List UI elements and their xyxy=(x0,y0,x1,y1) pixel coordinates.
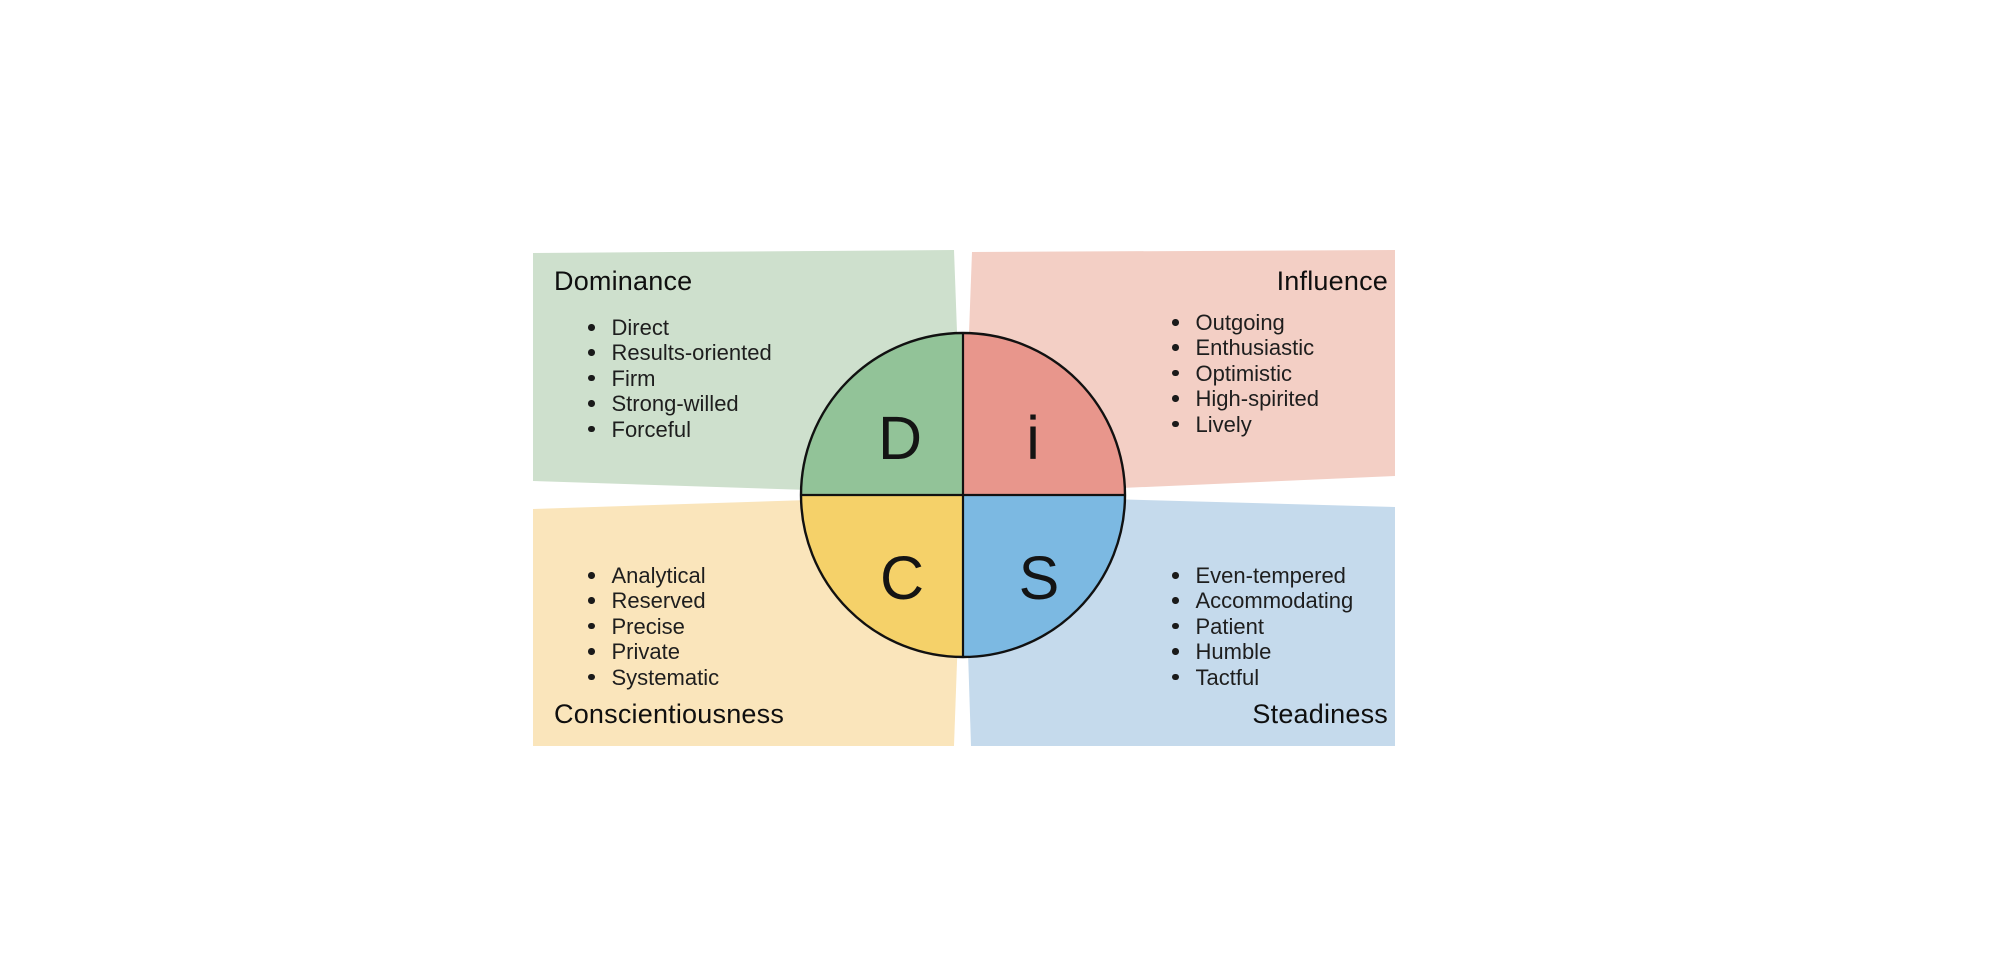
bullet-dot xyxy=(588,324,595,331)
letter-c: C xyxy=(880,544,924,612)
trait-label: High-spirited xyxy=(1195,386,1320,412)
trait-label: Private xyxy=(611,639,680,665)
bullet-dot xyxy=(1172,319,1179,326)
bullet-dot xyxy=(1172,420,1179,428)
trait-item: Firm xyxy=(588,366,772,391)
trait-item: Enthusiastic xyxy=(1172,335,1319,360)
trait-label: Forceful xyxy=(611,416,691,442)
dominance-trait-list: Direct Results-oriented Firm Strong-will… xyxy=(588,315,772,442)
trait-item: High-spirited xyxy=(1172,386,1319,411)
trait-label: Firm xyxy=(611,365,656,391)
bullet-dot xyxy=(588,425,595,433)
bullet-dot xyxy=(1172,395,1179,402)
trait-item: Strong-willed xyxy=(588,391,772,416)
trait-label: Optimistic xyxy=(1195,360,1293,386)
trait-label: Strong-willed xyxy=(611,391,739,417)
quadrant-title-steadiness: Steadiness xyxy=(1252,699,1388,729)
bullet-dot xyxy=(588,400,595,407)
trait-label: Precise xyxy=(611,613,685,639)
trait-item: Analytical xyxy=(588,563,719,588)
bullet-dot xyxy=(1172,622,1179,630)
trait-label: Tactful xyxy=(1195,664,1260,690)
trait-item: Patient xyxy=(1172,614,1353,639)
trait-item: Accommodating xyxy=(1172,588,1353,613)
circle-wedge-i xyxy=(963,333,1125,495)
trait-item: Direct xyxy=(588,315,772,340)
trait-item: Lively xyxy=(1172,412,1319,437)
quadrant-title-influence: Influence xyxy=(1276,266,1388,296)
circle-wedge-d xyxy=(801,333,963,495)
bullet-dot xyxy=(1172,648,1179,655)
bullet-dot xyxy=(1172,673,1179,681)
bullet-dot xyxy=(588,648,595,655)
trait-label: Reserved xyxy=(611,588,706,614)
trait-label: Lively xyxy=(1195,411,1252,437)
trait-item: Results-oriented xyxy=(588,340,772,365)
trait-item: Forceful xyxy=(588,417,772,442)
quadrant-title-dominance: Dominance xyxy=(554,266,693,296)
conscientiousness-trait-list: Analytical Reserved Precise Private Syst… xyxy=(588,563,719,690)
trait-label: Outgoing xyxy=(1195,310,1285,335)
bullet-dot xyxy=(1172,597,1179,604)
trait-item: Systematic xyxy=(588,665,719,690)
trait-item: Outgoing xyxy=(1172,310,1319,335)
trait-label: Accommodating xyxy=(1195,588,1354,614)
quadrant-title-conscientiousness: Conscientiousness xyxy=(554,699,785,729)
bullet-dot xyxy=(588,349,595,356)
trait-label: Systematic xyxy=(611,664,720,690)
influence-trait-list: Outgoing Enthusiastic Optimistic High-sp… xyxy=(1172,310,1319,437)
letter-i: i xyxy=(1026,404,1040,472)
bullet-dot xyxy=(588,572,595,579)
bullet-dot xyxy=(588,622,595,630)
bullet-dot xyxy=(1172,344,1179,351)
trait-item: Humble xyxy=(1172,639,1353,664)
trait-label: Analytical xyxy=(611,563,706,588)
circle-wedge-c xyxy=(801,495,963,657)
steadiness-trait-list: Even-tempered Accommodating Patient Humb… xyxy=(1172,563,1353,690)
trait-label: Humble xyxy=(1195,639,1272,665)
bullet-dot xyxy=(1172,572,1179,579)
trait-label: Results-oriented xyxy=(611,340,772,366)
trait-item: Reserved xyxy=(588,588,719,613)
letter-s: S xyxy=(1019,544,1060,612)
letter-d: D xyxy=(878,404,922,472)
trait-label: Even-tempered xyxy=(1195,563,1346,588)
trait-label: Enthusiastic xyxy=(1195,335,1315,361)
bullet-dot xyxy=(1172,369,1179,377)
trait-item: Optimistic xyxy=(1172,361,1319,386)
trait-item: Precise xyxy=(588,614,719,639)
circle-wedge-s xyxy=(963,495,1125,657)
bullet-dot xyxy=(588,374,595,382)
trait-item: Tactful xyxy=(1172,665,1353,690)
trait-item: Even-tempered xyxy=(1172,563,1353,588)
bullet-dot xyxy=(588,597,595,604)
trait-label: Direct xyxy=(611,315,669,340)
trait-item: Private xyxy=(588,639,719,664)
trait-label: Patient xyxy=(1195,613,1265,639)
bullet-dot xyxy=(588,673,595,681)
